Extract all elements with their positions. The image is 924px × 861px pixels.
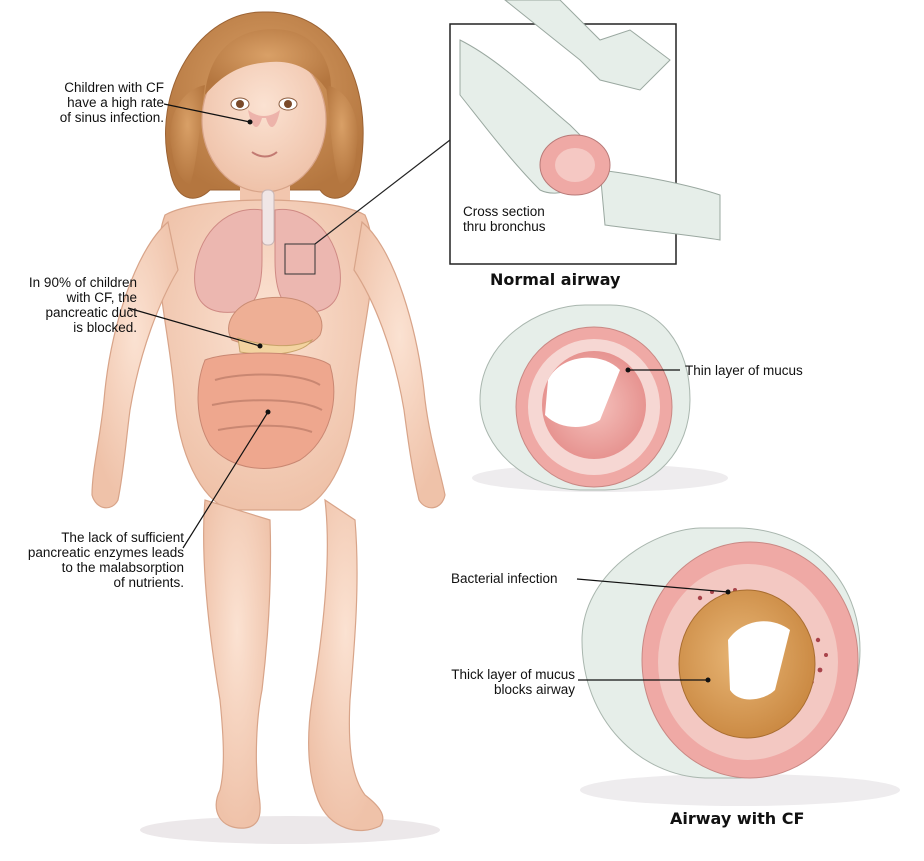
normal-airway-title: Normal airway [490, 270, 620, 289]
pancreas-label: In 90% of children with CF, the pancreat… [5, 275, 137, 335]
ground-shadow [140, 816, 440, 844]
bacterial-infection-label: Bacterial infection [451, 571, 558, 586]
thin-mucus-label: Thin layer of mucus [685, 363, 803, 378]
cf-airway-title: Airway with CF [670, 809, 804, 828]
enzymes-label: The lack of sufficient pancreatic enzyme… [0, 530, 184, 590]
thick-mucus-label: Thick layer of mucus blocks airway [430, 667, 575, 697]
normal-airway-section [472, 305, 728, 492]
cross-section-label: Cross section thru bronchus [463, 204, 546, 234]
child-figure [92, 12, 445, 831]
sinus-label: Children with CF have a high rate of sin… [28, 80, 164, 125]
cf-airway-section [580, 528, 900, 806]
